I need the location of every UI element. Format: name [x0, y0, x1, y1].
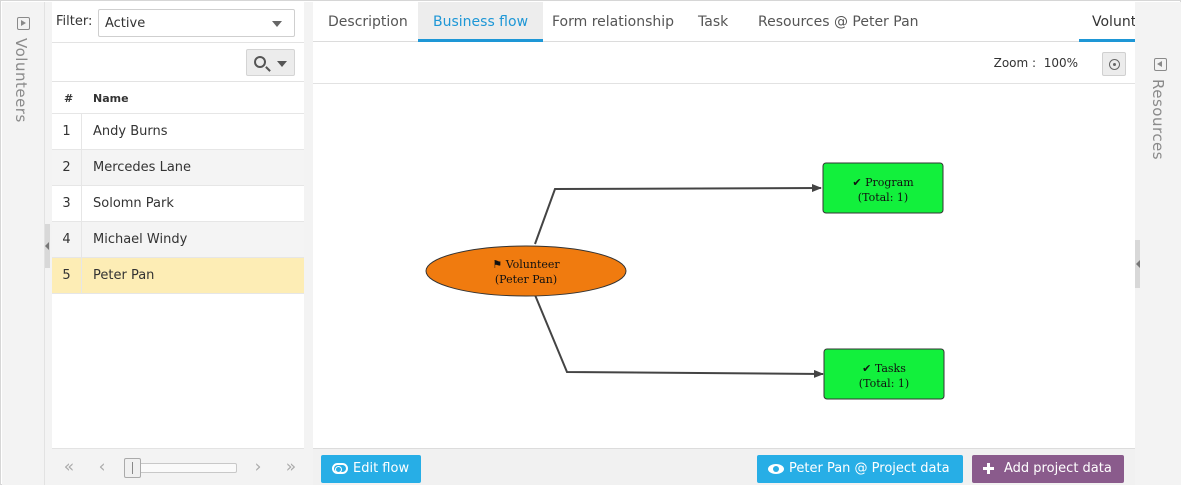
volunteer-node-subtitle: (Peter Pan): [495, 273, 557, 286]
first-page-button[interactable]: «: [63, 457, 75, 477]
row-name: Solomn Park: [93, 196, 174, 211]
table-row-selected[interactable]: 5 Peter Pan: [52, 258, 304, 294]
row-name: Mercedes Lane: [93, 160, 192, 175]
main-panel: Description Business flow Form relations…: [313, 2, 1180, 485]
search-icon: [254, 56, 266, 68]
flow-node-tasks[interactable]: ✔ Tasks (Total: 1): [823, 348, 945, 400]
chevron-down-icon: [272, 21, 282, 27]
table-row[interactable]: 1 Andy Burns: [52, 114, 304, 150]
resources-rail-label: Resources: [1149, 79, 1167, 161]
volunteer-list-panel: Filter: Active # Name 1 Andy Burns 2: [52, 2, 304, 485]
column-header-name[interactable]: Name: [93, 92, 129, 105]
search-button[interactable]: [246, 49, 295, 76]
tasks-node-label: Tasks: [875, 362, 906, 375]
collapse-left-handle[interactable]: [45, 224, 50, 268]
toggle-icon: [332, 463, 348, 474]
volunteer-node-label: Volunteer: [505, 258, 561, 271]
row-index: 4: [52, 222, 82, 257]
row-index: 1: [52, 114, 82, 149]
zoom-readout: Zoom : 100%: [994, 56, 1078, 70]
middle-splitter[interactable]: [304, 2, 313, 485]
tab-resources[interactable]: Resources @ Peter Pan: [758, 14, 919, 30]
panel-expand-icon[interactable]: [17, 17, 30, 30]
volunteers-side-rail[interactable]: Volunteers: [2, 2, 45, 485]
resources-side-rail[interactable]: Resources: [1141, 2, 1181, 485]
table-row[interactable]: 3 Solomn Park: [52, 186, 304, 222]
zoom-label: Zoom :: [993, 56, 1037, 70]
tab-form-relationship[interactable]: Form relationship: [552, 14, 675, 30]
bottom-action-bar: Edit flow Peter Pan @ Project data Add p…: [313, 448, 1135, 485]
page-slider-handle[interactable]: [124, 458, 141, 478]
filter-label: Filter:: [56, 14, 93, 29]
tab-business-flow[interactable]: Business flow: [418, 2, 544, 42]
flow-node-volunteer[interactable]: ⚑ Volunteer (Peter Pan): [425, 245, 627, 297]
edit-flow-label: Edit flow: [353, 461, 410, 476]
tab-bar: Description Business flow Form relations…: [313, 2, 1180, 42]
check-icon: ✔: [852, 176, 861, 189]
plus-icon: [983, 463, 994, 474]
right-splitter[interactable]: [1135, 2, 1141, 485]
tasks-node-total: (Total: 1): [859, 377, 909, 390]
zoom-reset-button[interactable]: [1102, 52, 1126, 76]
flow-diagram: ⚑ Volunteer (Peter Pan) ✔ Program (Total…: [425, 162, 945, 400]
row-index: 5: [52, 258, 82, 293]
volunteer-table: # Name 1 Andy Burns 2 Mercedes Lane 3 So…: [52, 82, 304, 294]
next-page-button[interactable]: ›: [254, 457, 262, 477]
table-row[interactable]: 4 Michael Windy: [52, 222, 304, 258]
row-name: Peter Pan: [93, 268, 155, 283]
project-data-label: Peter Pan @ Project data: [789, 461, 950, 476]
row-name: Andy Burns: [93, 124, 168, 139]
row-index: 3: [52, 186, 82, 221]
add-project-data-button[interactable]: Add project data: [972, 455, 1124, 483]
program-node-label: Program: [865, 176, 914, 189]
add-project-data-label: Add project data: [1004, 461, 1112, 476]
flow-edge-program: [534, 184, 822, 245]
table-row[interactable]: 2 Mercedes Lane: [52, 150, 304, 186]
column-header-index[interactable]: #: [64, 92, 74, 105]
tasks-node-title: ✔ Tasks: [862, 362, 906, 375]
volunteers-rail-label: Volunteers: [12, 38, 30, 123]
filter-row: Filter: Active: [52, 2, 304, 42]
left-splitter[interactable]: [45, 2, 52, 485]
flow-diagram-canvas[interactable]: ⚑ Volunteer (Peter Pan) ✔ Program (Total…: [313, 85, 1135, 448]
row-index: 2: [52, 150, 82, 185]
check-icon: ✔: [862, 362, 871, 375]
last-page-button[interactable]: »: [285, 457, 297, 477]
flow-edge-tasks: [534, 294, 824, 378]
volunteer-node-title: ⚑ Volunteer: [492, 258, 560, 271]
zoom-toolbar: Zoom : 100%: [313, 43, 1135, 84]
prev-page-button[interactable]: ‹: [98, 457, 106, 477]
list-toolbar: [52, 42, 304, 82]
zoom-value: 100%: [1043, 56, 1078, 70]
filter-select[interactable]: Active: [98, 9, 295, 37]
tab-description[interactable]: Description: [328, 14, 408, 30]
filter-value: Active: [105, 16, 146, 31]
tab-task[interactable]: Task: [698, 14, 729, 30]
pager: « ‹ › »: [52, 448, 304, 485]
flow-node-program[interactable]: ✔ Program (Total: 1): [822, 162, 944, 214]
collapse-right-handle[interactable]: [1135, 240, 1140, 288]
program-node-title: ✔ Program: [852, 176, 914, 189]
project-data-button[interactable]: Peter Pan @ Project data: [757, 455, 963, 483]
table-header: # Name: [52, 82, 304, 114]
chevron-down-icon: [277, 61, 287, 67]
program-node-total: (Total: 1): [858, 191, 908, 204]
panel-collapse-icon[interactable]: [1154, 58, 1167, 71]
row-name: Michael Windy: [93, 232, 188, 247]
eye-icon: [768, 464, 784, 474]
edit-flow-button[interactable]: Edit flow: [321, 455, 422, 483]
flag-icon: ⚑: [492, 258, 502, 271]
